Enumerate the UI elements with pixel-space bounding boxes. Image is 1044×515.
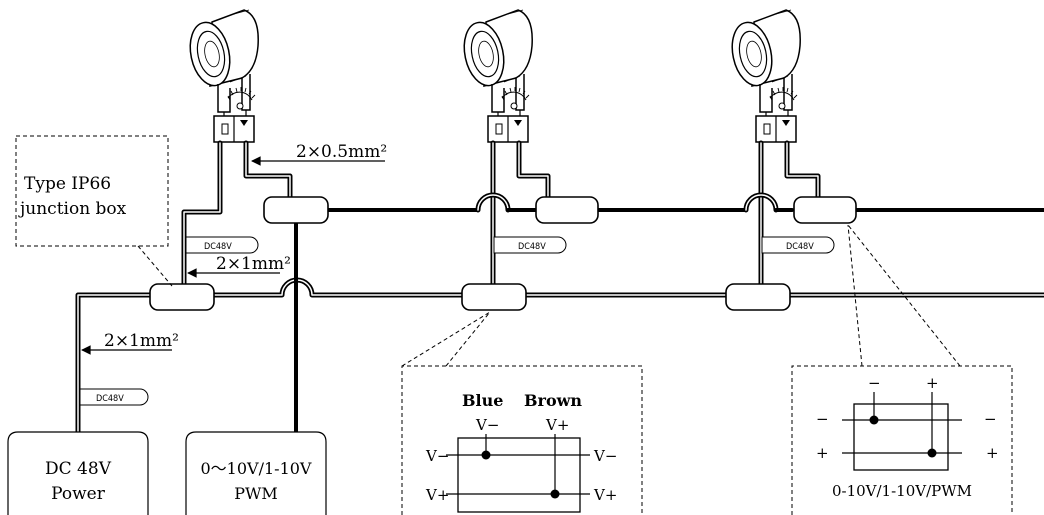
cable-tag-1: DC48V (185, 236, 259, 254)
svg-text:Blue: Blue (462, 391, 503, 410)
spotlight-fixture-2 (458, 9, 533, 143)
svg-text:+: + (816, 444, 829, 462)
junction-boxes (149, 196, 857, 311)
svg-text:−: − (984, 410, 997, 428)
svg-text:0～10V/1-10V: 0～10V/1-10V (201, 459, 312, 478)
svg-text:DC48V: DC48V (518, 242, 546, 252)
signal-terminal-detail: − + − − + + 0-10V/1-10V/PWM (791, 224, 1013, 515)
annotation-cable-power: 2×1mm² (81, 331, 179, 355)
svg-text:DC 48V: DC 48V (45, 459, 112, 479)
power-supply-box: DC 48V Power (7, 431, 149, 515)
svg-text:+: + (986, 444, 999, 462)
annotation-cable-main: 2×1mm² (187, 254, 291, 278)
junction-box-signal-3 (793, 196, 857, 224)
svg-text:2×1mm²: 2×1mm² (216, 254, 291, 274)
svg-text:V−: V− (593, 447, 617, 465)
svg-text:−: − (868, 374, 881, 392)
junction-box-power-1 (149, 283, 215, 311)
svg-text:2×1mm²: 2×1mm² (104, 331, 179, 351)
junction-box-signal-2 (535, 196, 599, 224)
annotation-cable-small: 2×0.5mm² (251, 142, 387, 166)
signal-bus (294, 192, 1044, 438)
svg-text:0-10V/1-10V/PWM: 0-10V/1-10V/PWM (832, 482, 972, 500)
junction-box-power-2 (461, 283, 527, 311)
power-terminal-detail: Blue Brown V− V+ V− V− V+ V+ (401, 311, 643, 515)
svg-text:Power: Power (51, 484, 106, 504)
svg-text:DC48V: DC48V (204, 242, 232, 252)
spotlight-fixture-1 (184, 9, 259, 143)
svg-text:V−: V− (425, 447, 449, 465)
svg-text:Type IP66: Type IP66 (24, 174, 111, 194)
fixture-power-drops (181, 140, 764, 287)
cable-tag-3: DC48V (761, 236, 835, 254)
svg-text:junction box: junction box (18, 199, 127, 219)
svg-text:Brown: Brown (524, 391, 582, 410)
svg-text:DC48V: DC48V (786, 242, 814, 252)
dimmer-control-box: 0～10V/1-10V PWM (185, 431, 327, 515)
svg-text:+: + (926, 374, 939, 392)
svg-text:V+: V+ (545, 416, 569, 434)
svg-text:V+: V+ (425, 486, 449, 504)
svg-text:PWM: PWM (234, 484, 278, 503)
svg-text:V−: V− (475, 416, 499, 434)
spotlight-fixture-3 (726, 9, 801, 143)
svg-text:−: − (816, 410, 829, 428)
svg-text:2×0.5mm²: 2×0.5mm² (296, 142, 387, 162)
svg-text:DC48V: DC48V (96, 394, 124, 404)
cable-tag-2: DC48V (493, 236, 567, 254)
svg-text:V+: V+ (593, 486, 617, 504)
junction-box-callout: Type IP66 junction box (15, 135, 173, 287)
signal-drops (243, 140, 821, 200)
cable-tag-power: DC48V (79, 388, 149, 406)
junction-box-power-3 (725, 283, 791, 311)
junction-box-signal-1 (263, 196, 329, 224)
